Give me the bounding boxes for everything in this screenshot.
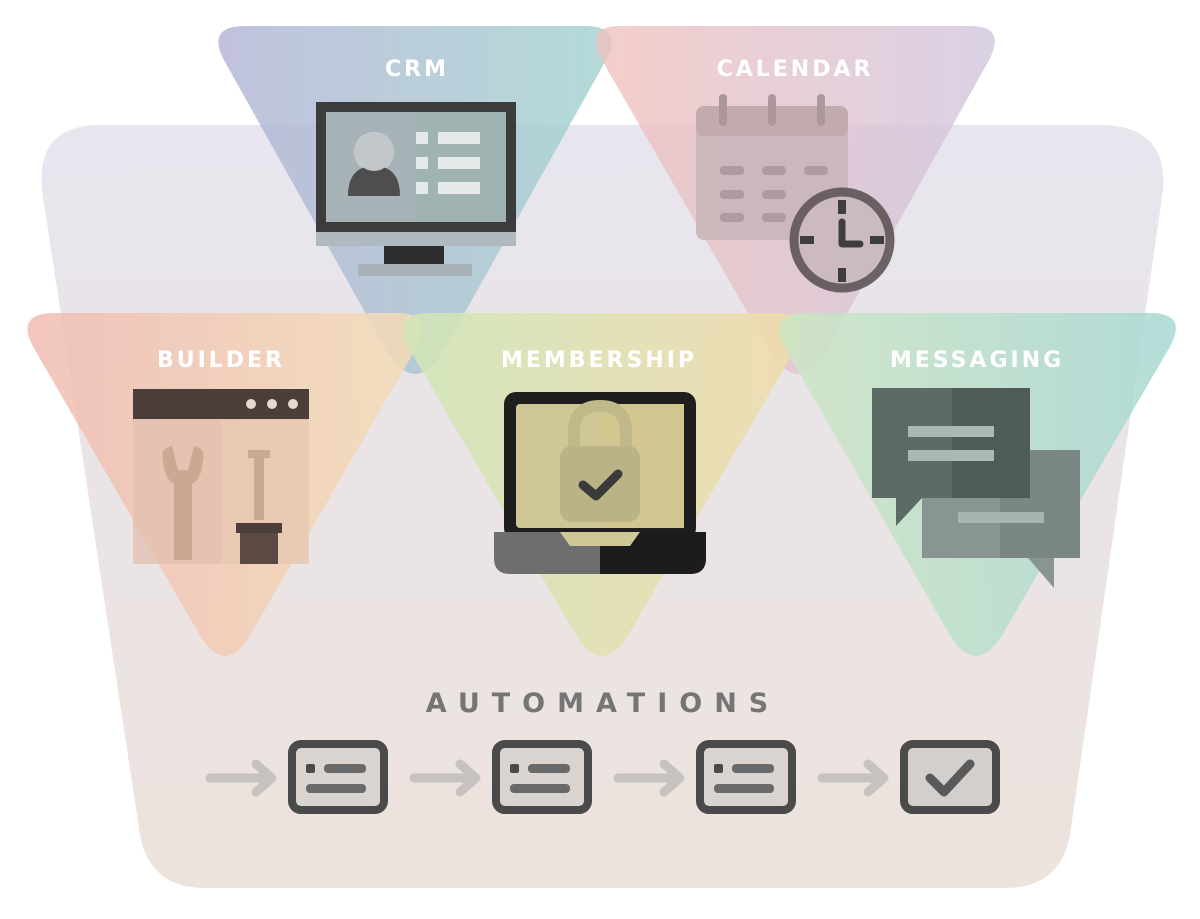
calendar-clock-icon <box>696 94 895 293</box>
arrow-icon <box>409 759 481 797</box>
module-label-crm: CRM <box>385 57 449 82</box>
laptop-lock-icon <box>494 392 706 574</box>
arrow-icon <box>817 759 889 797</box>
module-label-membership: MEMBERSHIP <box>501 348 697 373</box>
module-label-messaging: MESSAGING <box>890 348 1064 373</box>
arrow-icon <box>613 759 685 797</box>
computer-contact-icon <box>316 102 516 276</box>
module-label-builder: BUILDER <box>157 348 285 373</box>
chat-bubbles-icon <box>872 388 1080 588</box>
form-card-icon <box>492 740 592 814</box>
form-card-icon <box>696 740 796 814</box>
check-card-icon <box>900 740 1000 814</box>
arrow-icon <box>205 759 277 797</box>
automations-label: AUTOMATIONS <box>426 688 781 719</box>
automation-flow <box>205 740 1000 814</box>
form-card-icon <box>288 740 388 814</box>
module-label-calendar: CALENDAR <box>717 57 874 82</box>
builder-tools-icon <box>133 389 309 564</box>
